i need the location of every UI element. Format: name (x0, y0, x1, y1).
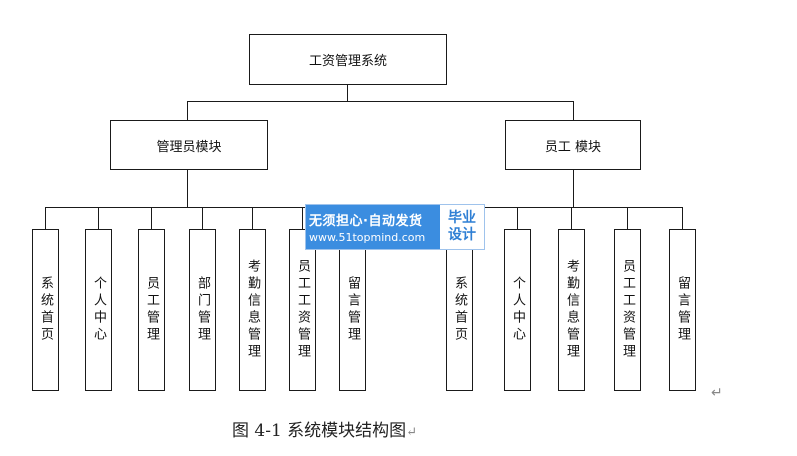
employee-leaf-label: 考勤信息管理 (564, 259, 579, 361)
admin-leaf-node: 员工工资管理 (289, 229, 316, 391)
admin-module-node: 管理员模块 (110, 120, 268, 170)
employee-leaf-label: 员工工资管理 (620, 259, 635, 361)
figure-caption-text: 图 4-1 系统模块结构图 (232, 421, 407, 441)
employee-module-label: 员工 模块 (544, 139, 602, 155)
connector-admin-down (187, 170, 188, 207)
stub-employee-2 (517, 207, 518, 229)
employee-leaf-node: 留言管理 (669, 229, 696, 391)
watermark-badge-top: 毕业 (448, 210, 476, 227)
root-node: 工资管理系统 (249, 34, 447, 85)
watermark-slogan: 无须担心·自动发货 (309, 214, 423, 229)
admin-leaf-label: 个人中心 (91, 276, 106, 344)
caption-paragraph-mark: ↵ (406, 425, 418, 440)
watermark-url: www.51topmind.com (309, 231, 426, 244)
connector-employee-up (573, 101, 574, 120)
employee-leaf-label: 留言管理 (675, 276, 690, 344)
admin-leaf-node: 系统首页 (32, 229, 59, 391)
paragraph-mark: ↵ (711, 385, 723, 401)
employee-leaf-node: 员工工资管理 (614, 229, 641, 391)
employee-module-node: 员工 模块 (505, 120, 641, 170)
admin-leaf-node: 个人中心 (85, 229, 112, 391)
stub-employee-5 (682, 207, 683, 229)
admin-leaf-label: 部门管理 (195, 276, 210, 344)
connector-admin-bus (45, 207, 353, 208)
stub-admin-5 (252, 207, 253, 229)
connector-root-down (347, 85, 348, 101)
employee-leaf-node: 考勤信息管理 (558, 229, 585, 391)
admin-leaf-label: 员工管理 (144, 276, 159, 344)
stub-admin-1 (45, 207, 46, 229)
figure-caption: 图 4-1 系统模块结构图↵ (232, 416, 417, 441)
admin-leaf-node: 员工管理 (138, 229, 165, 391)
watermark-banner: 无须担心·自动发货 www.51topmind.com 毕业 设计 (306, 205, 484, 249)
stub-employee-3 (571, 207, 572, 229)
employee-leaf-label: 个人中心 (510, 276, 525, 344)
root-node-label: 工资管理系统 (308, 54, 387, 69)
watermark-badge-bottom: 设计 (448, 227, 476, 243)
admin-module-label: 管理员模块 (156, 139, 222, 155)
admin-leaf-node: 考勤信息管理 (239, 229, 266, 391)
stub-employee-4 (627, 207, 628, 229)
watermark-text-block: 无须担心·自动发货 www.51topmind.com (306, 205, 440, 249)
stub-admin-2 (98, 207, 99, 229)
stub-admin-4 (202, 207, 203, 229)
employee-leaf-label: 系统首页 (452, 276, 467, 344)
admin-leaf-label: 留言管理 (345, 276, 360, 344)
admin-leaf-node: 留言管理 (339, 229, 366, 391)
watermark-badge: 毕业 设计 (440, 205, 484, 249)
admin-leaf-label: 考勤信息管理 (245, 259, 260, 361)
admin-leaf-node: 部门管理 (189, 229, 216, 391)
connector-employee-down (573, 170, 574, 207)
stub-admin-6 (302, 207, 303, 229)
admin-leaf-label: 系统首页 (38, 276, 53, 344)
employee-leaf-node: 系统首页 (446, 229, 473, 391)
connector-admin-up (187, 101, 188, 120)
connector-top-bus (187, 101, 574, 102)
stub-admin-3 (151, 207, 152, 229)
employee-leaf-node: 个人中心 (504, 229, 531, 391)
admin-leaf-label: 员工工资管理 (295, 259, 310, 361)
